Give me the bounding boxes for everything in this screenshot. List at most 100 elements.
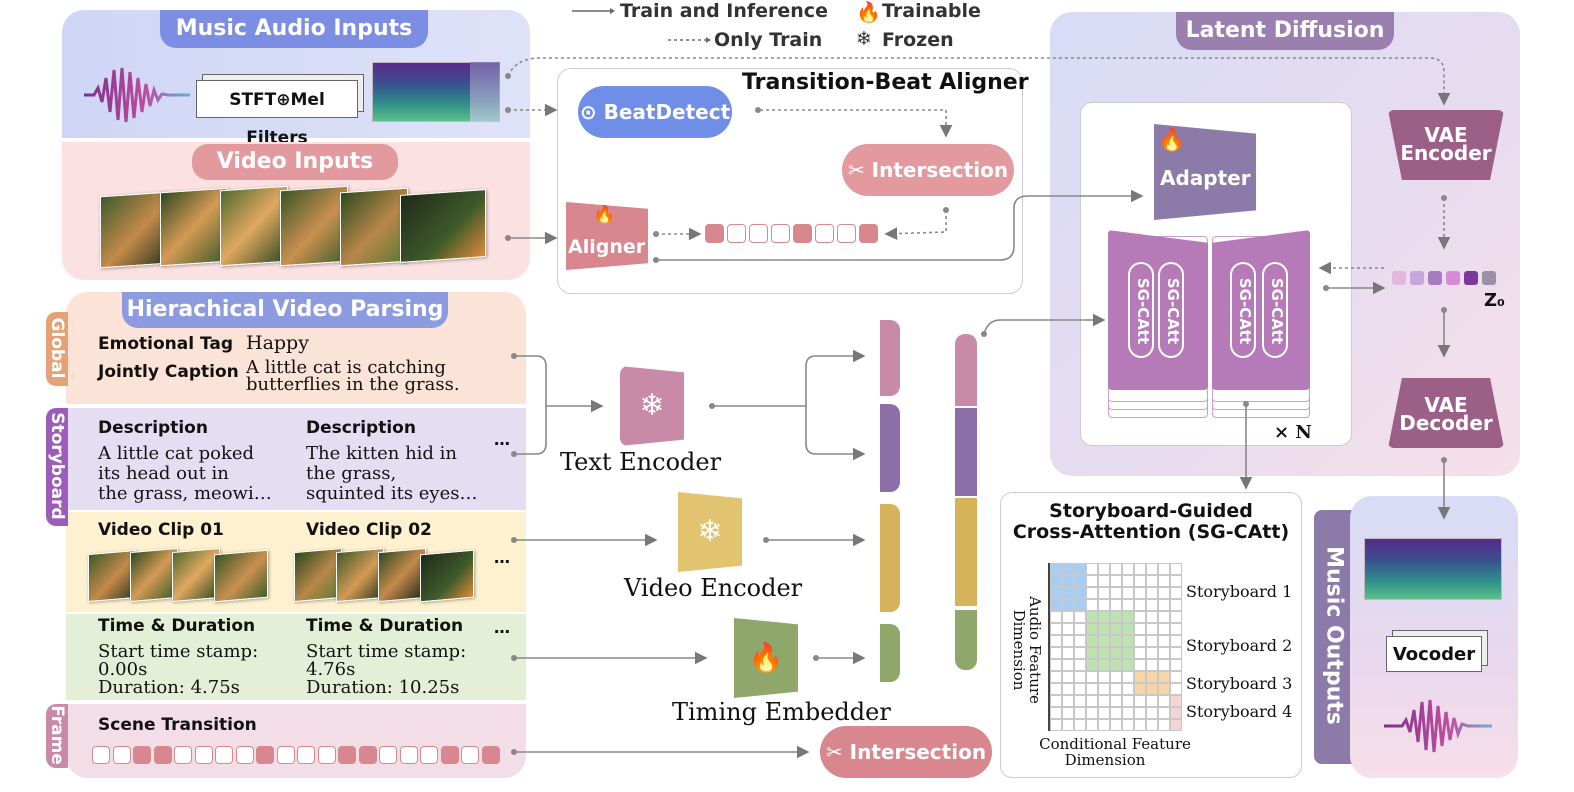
t1-line2: 0.00s <box>98 659 148 680</box>
scene-token <box>297 746 315 764</box>
sgcatt-title-2: Cross-Attention (SG-CAtt) <box>1012 521 1290 543</box>
attention-cell <box>1062 575 1074 587</box>
attention-cell <box>1050 563 1062 575</box>
attention-cell <box>1050 611 1062 623</box>
scene-token <box>276 746 295 764</box>
frame-side-label: Frame <box>46 704 68 768</box>
description-label-1: Description <box>98 418 208 438</box>
music-inputs-title: Music Audio Inputs <box>160 10 428 48</box>
t1-line3: Duration: 4.75s <box>98 677 240 698</box>
attention-cell <box>1062 659 1074 671</box>
attention-cell <box>1158 671 1170 683</box>
t2-line2: 4.76s <box>306 659 356 680</box>
attention-cell <box>1146 659 1158 671</box>
attention-cell <box>1062 683 1074 695</box>
scene-token <box>235 746 254 764</box>
storyboard-label-1: Storyboard 1 <box>1186 582 1293 601</box>
attention-cell <box>1086 623 1098 635</box>
attention-cell <box>1098 647 1110 659</box>
scene-token <box>379 746 397 764</box>
parsing-frame-row <box>66 704 526 778</box>
attention-cell <box>1146 563 1158 575</box>
output-spectrogram <box>1364 538 1502 600</box>
attention-cell <box>1170 623 1182 635</box>
intersection-block-top: ✂ Intersection <box>842 144 1014 196</box>
attention-cell <box>1110 575 1122 587</box>
attention-cell <box>1170 647 1182 659</box>
attention-cell <box>1086 707 1098 719</box>
music-outputs-title: Music Outputs <box>1321 546 1347 725</box>
scene-token <box>112 746 131 764</box>
vae-encoder-block: VAE Encoder <box>1388 110 1504 180</box>
attention-cell <box>1098 671 1110 683</box>
attention-cell <box>1170 599 1182 611</box>
attention-cell <box>1074 635 1086 647</box>
parsing-time-row <box>66 614 526 700</box>
snowflake-icon: ❄ <box>639 388 665 423</box>
desc1-line2: its head out in <box>98 463 229 484</box>
attention-grid <box>1048 563 1182 731</box>
attention-cell <box>1086 671 1098 683</box>
attention-cell <box>1122 671 1134 683</box>
time-label-2: Time & Duration <box>306 616 464 636</box>
desc1-line1: A little cat poked <box>98 443 255 464</box>
global-side-label: Global <box>46 312 68 386</box>
legend-frozen: Frozen <box>882 29 954 51</box>
attention-cell <box>1062 647 1074 659</box>
attention-cell <box>1086 695 1098 707</box>
attention-cell <box>1158 575 1170 587</box>
attention-cell <box>1050 587 1062 599</box>
adapter-block: 🔥 Adapter <box>1154 124 1256 220</box>
attention-cell <box>1146 671 1158 683</box>
attention-cell <box>1098 659 1110 671</box>
attention-cell <box>1074 707 1086 719</box>
legend-train-inference: Train and Inference <box>620 0 828 22</box>
attention-cell <box>1134 635 1146 647</box>
attention-cell <box>1074 563 1086 575</box>
attention-cell <box>1098 599 1110 611</box>
attention-cell <box>1146 575 1158 587</box>
scissors-icon: ✂ <box>825 740 843 764</box>
t1-line1: Start time stamp: <box>98 641 259 662</box>
sgcatt-title-1: Storyboard-Guided <box>1049 500 1253 522</box>
attention-cell <box>1098 683 1110 695</box>
flame-icon: 🔥 <box>593 204 616 225</box>
attention-cell <box>1146 611 1158 623</box>
vocoder-block: Vocoder <box>1386 630 1490 672</box>
attention-cell <box>1098 635 1110 647</box>
scene-token <box>399 746 418 764</box>
attention-cell <box>1050 647 1062 659</box>
video-inputs-title: Video Inputs <box>192 144 398 180</box>
storyboard-label-4: Storyboard 4 <box>1186 702 1293 721</box>
attention-cell <box>1110 635 1122 647</box>
attention-cell <box>1074 587 1086 599</box>
desc-ellipsis: … <box>494 430 510 449</box>
attention-cell <box>1122 659 1134 671</box>
snowflake-icon: ❄ <box>697 514 723 549</box>
attention-cell <box>1158 587 1170 599</box>
z0-label: Z₀ <box>1484 290 1505 311</box>
attention-cell <box>1158 683 1170 695</box>
attention-cell <box>1086 563 1098 575</box>
attention-cell <box>1134 659 1146 671</box>
text-encoder-block: ❄ <box>620 366 684 446</box>
sgcatt-module-4: SG-CAtt <box>1262 262 1288 358</box>
scene-token <box>338 746 356 764</box>
stft-label: STFT⊕Mel Filters <box>196 80 358 148</box>
scene-token <box>420 746 438 764</box>
scene-transition-label: Scene Transition <box>98 715 257 735</box>
aligner-box-title: Transition-Beat Aligner <box>742 70 1029 95</box>
storyboard-label-3: Storyboard 3 <box>1186 674 1293 693</box>
time-label-1: Time & Duration <box>98 616 256 636</box>
emotional-tag-value: Happy <box>246 332 309 354</box>
attention-cell <box>1158 695 1170 707</box>
feature-bar-concat <box>955 334 977 670</box>
attention-cell <box>1134 647 1146 659</box>
scene-token <box>461 746 479 764</box>
attention-cell <box>1134 575 1146 587</box>
attention-cell <box>1170 695 1182 707</box>
attention-cell <box>1110 695 1122 707</box>
scene-token <box>256 746 274 764</box>
attention-cell <box>1158 599 1170 611</box>
output-waveform-icon <box>1384 699 1492 753</box>
